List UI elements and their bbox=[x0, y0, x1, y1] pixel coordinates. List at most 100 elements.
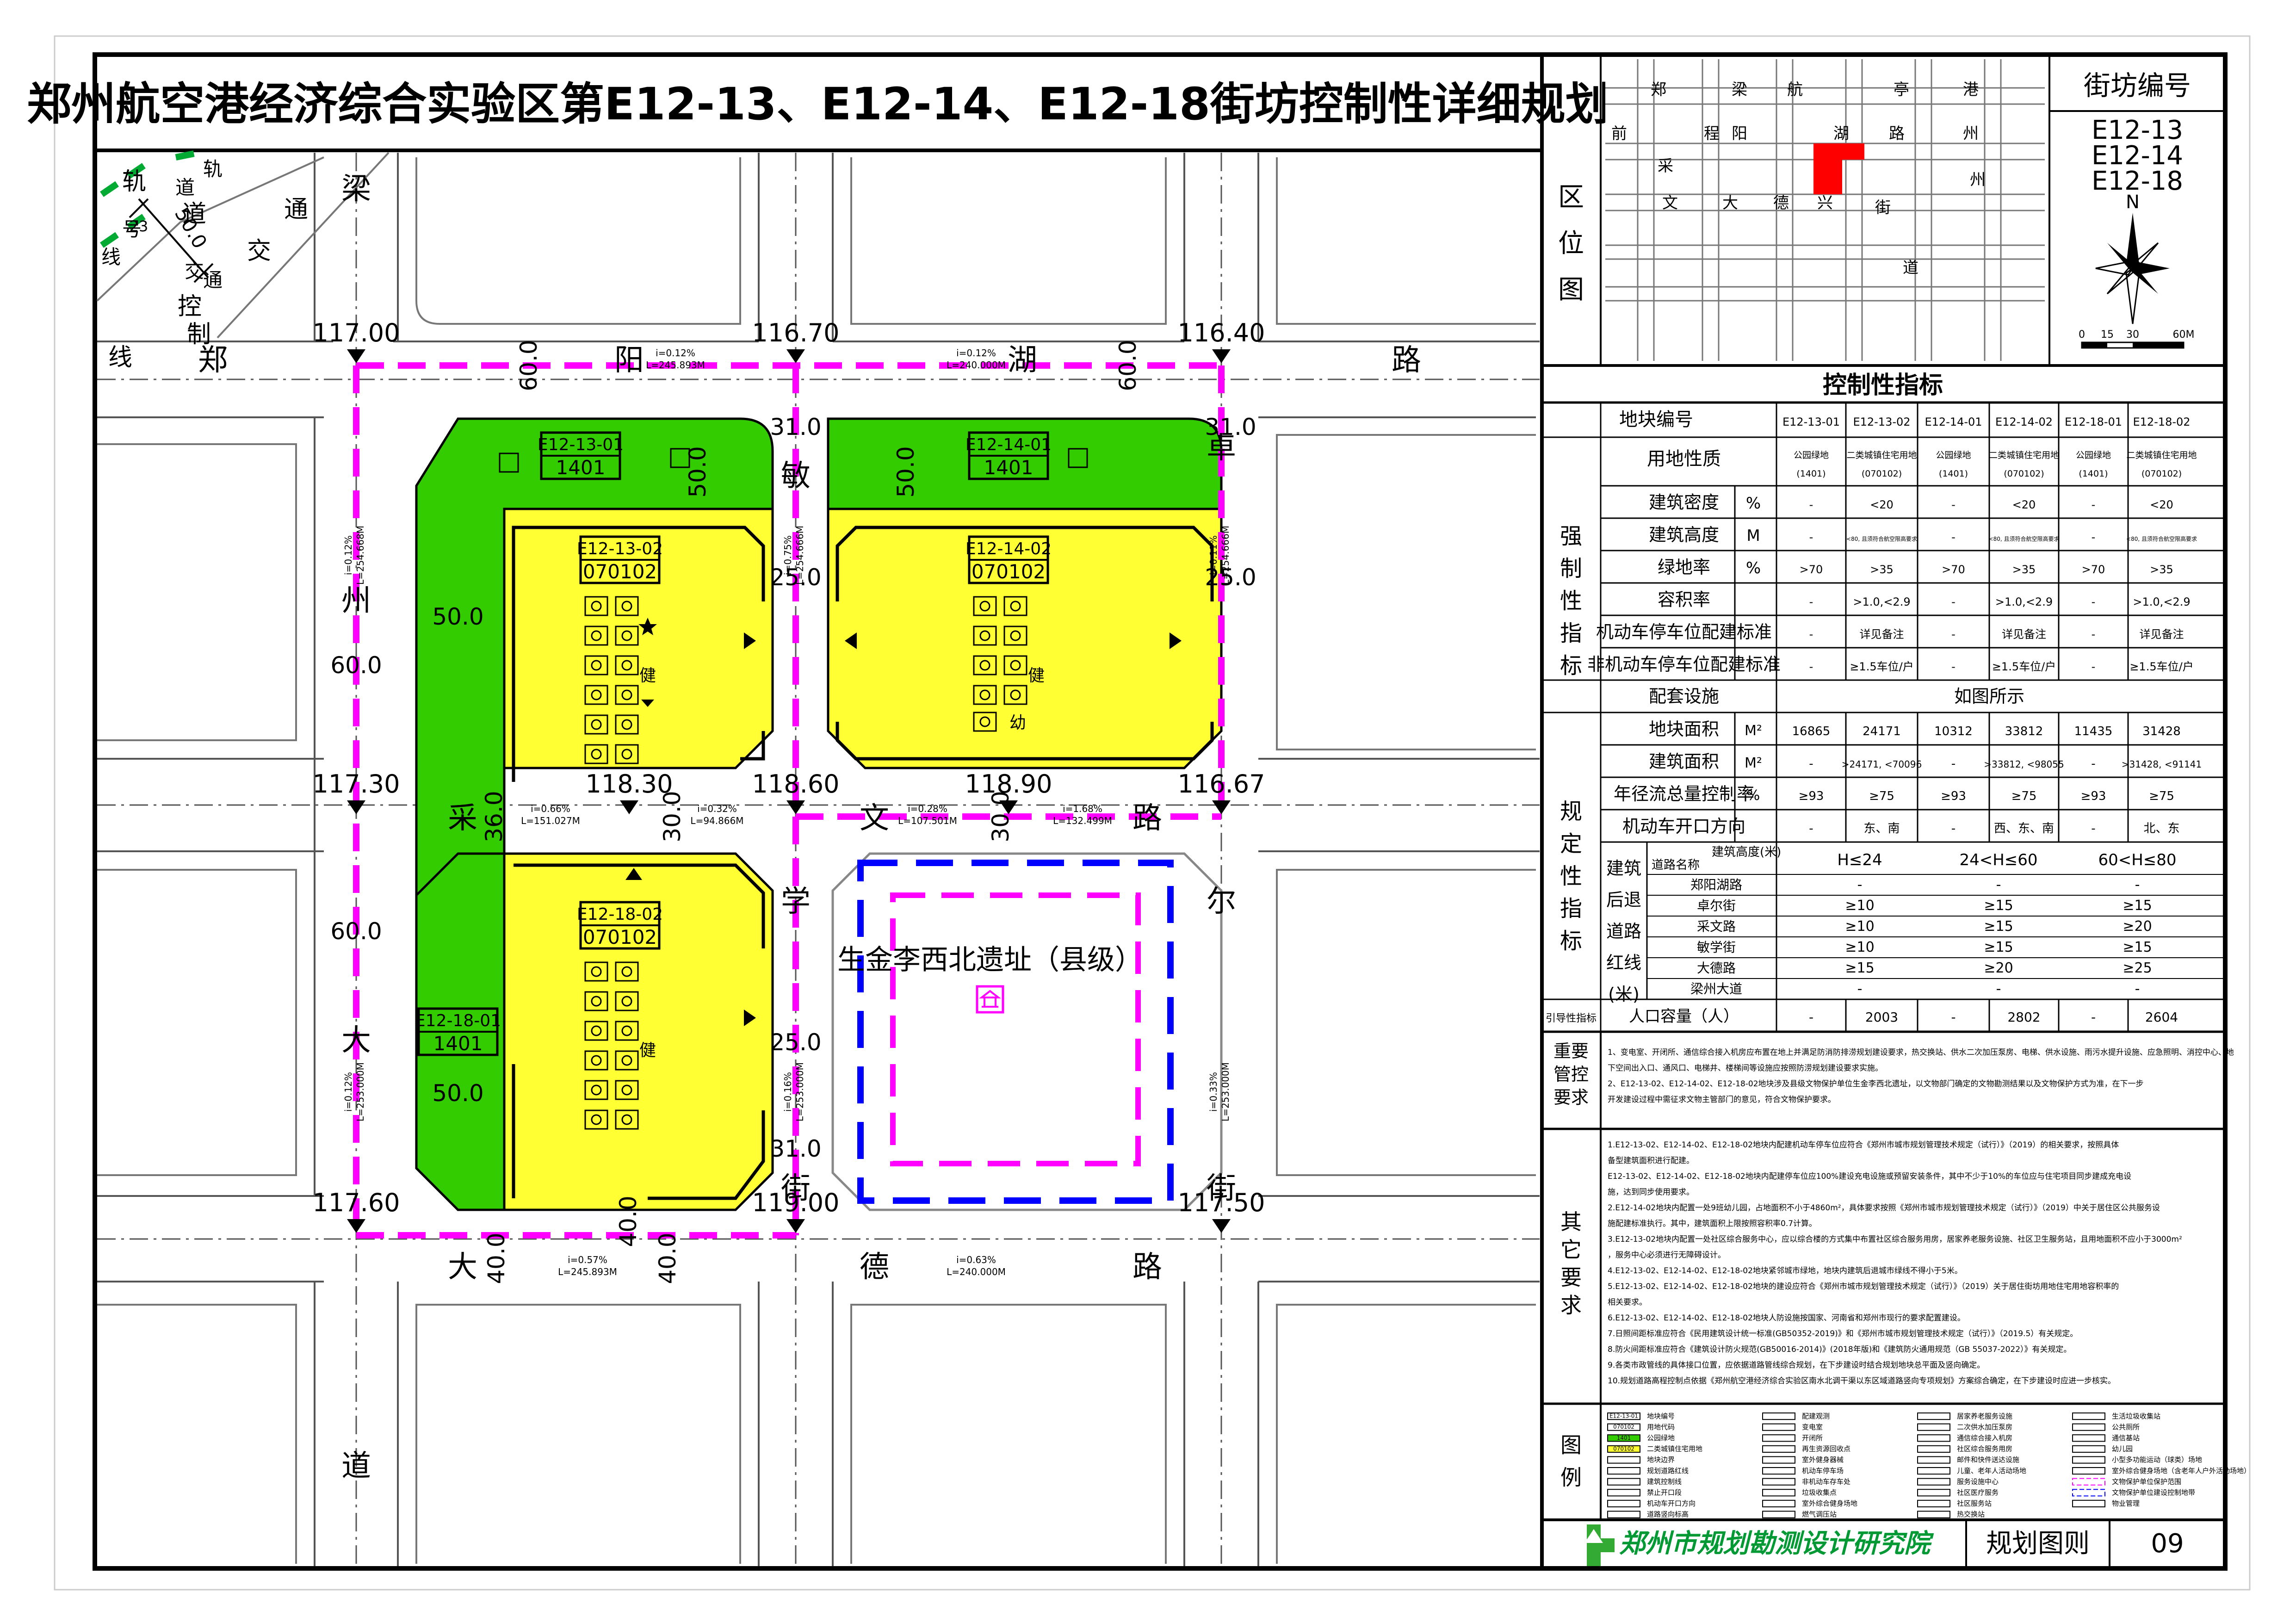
street-code: E12-18 bbox=[2092, 166, 2183, 196]
legend-item-label: 道路竖向标高 bbox=[1647, 1510, 1689, 1518]
row-value: - bbox=[1951, 757, 1956, 771]
rail-dimension bbox=[129, 198, 214, 283]
facility-icon bbox=[584, 596, 608, 616]
parcel-id: E12-13-02 bbox=[577, 539, 663, 558]
row-value: <20 bbox=[2150, 498, 2173, 511]
elevation-marker-icon bbox=[786, 800, 805, 814]
parcel-id: E12-18-02 bbox=[577, 905, 663, 924]
road-name-yanghu: 路 bbox=[1392, 343, 1421, 378]
setback-value: ≥15 bbox=[1845, 960, 1874, 976]
other-requirement-text: 施，达到同步使用要求。 bbox=[1608, 1187, 1694, 1197]
row-value: ≥1.5车位/户 bbox=[2129, 660, 2193, 673]
slope-length: L=253.000M bbox=[355, 1062, 366, 1121]
parcel-column-header: E12-13-01 bbox=[1782, 415, 1840, 428]
setback-value: - bbox=[1857, 981, 1863, 997]
row-value: - bbox=[1809, 757, 1813, 771]
row-value: - bbox=[2091, 757, 2095, 771]
road-name-caiwen: 采 bbox=[448, 801, 477, 836]
legend-item-label: 配建观测 bbox=[1802, 1412, 1830, 1420]
slope-grade: i=0.75% bbox=[782, 535, 793, 575]
facility-icon bbox=[1003, 596, 1027, 616]
other-requirements-label: 其 bbox=[1560, 1209, 1582, 1234]
setback-value: - bbox=[1996, 981, 2001, 997]
setback-dimension: 31.0 bbox=[770, 1135, 821, 1162]
rail-control-label: 道 bbox=[182, 200, 206, 228]
parcel-landuse-code: 1401 bbox=[556, 456, 606, 479]
minimap-road-char: 州 bbox=[1963, 124, 1979, 143]
row-value: - bbox=[1809, 660, 1813, 673]
location-map-section-char: 图 bbox=[1558, 275, 1584, 305]
setback-dimension: 25.0 bbox=[770, 564, 821, 591]
row-value: - bbox=[2092, 660, 2096, 673]
legend-item-label: 社区医疗服务 bbox=[1957, 1488, 1999, 1497]
setback-label-char: 道路 bbox=[1606, 921, 1641, 942]
key-control-label: 管控 bbox=[1553, 1064, 1589, 1084]
setback-value: ≥10 bbox=[1845, 918, 1874, 935]
road-name-liangzhou: 梁 bbox=[341, 172, 371, 206]
other-requirement-text: ，服务中心必须进行无障碍设计。 bbox=[1608, 1251, 1726, 1260]
slope-length: L=94.866M bbox=[690, 815, 743, 826]
setback-dimension: 31.0 bbox=[1205, 414, 1256, 440]
road-name-yanghu: 阳 bbox=[614, 343, 644, 378]
restroom-icon bbox=[1068, 448, 1088, 468]
row-value: - bbox=[1951, 531, 1956, 544]
minimap-road-char: 州 bbox=[1970, 171, 1986, 189]
other-requirements-section: 1.E12-13-02、E12-14-02、E12-18-02地块内配建机动车停… bbox=[1542, 1140, 2225, 1405]
facility-icon bbox=[615, 596, 639, 616]
legend-swatch bbox=[1917, 1434, 1950, 1442]
legend-item-label: 开闭所 bbox=[1802, 1434, 1823, 1442]
facility-icon bbox=[973, 626, 997, 646]
triangle-down-icon bbox=[641, 700, 654, 707]
minimap-road-char: 街 bbox=[1875, 198, 1891, 217]
minimap-road-char: 兴 bbox=[1817, 194, 1833, 212]
legend-swatch bbox=[1762, 1478, 1795, 1486]
slope-grade: i=0.32% bbox=[697, 803, 737, 814]
vehicle-entry-arrow-icon bbox=[744, 632, 756, 649]
facility-icon bbox=[1003, 626, 1027, 646]
row-label: 用地性质 bbox=[1647, 448, 1721, 470]
facility-icon bbox=[615, 1050, 639, 1071]
row-value: >1.0,<2.9 bbox=[1995, 595, 2053, 608]
row-value: - bbox=[2092, 628, 2096, 641]
row-value: >35 bbox=[2150, 563, 2173, 576]
slope-length: L=245.893M bbox=[558, 1266, 617, 1277]
section-char: 性 bbox=[1560, 588, 1582, 614]
legend-item-label: 室外综合健身场地（含老年人户外活动场地） bbox=[2112, 1467, 2251, 1475]
elevation-marker-icon bbox=[347, 1219, 365, 1233]
legend-swatch bbox=[1607, 1489, 1640, 1497]
setback-value: ≥10 bbox=[1845, 898, 1874, 914]
legend-item-label: 公园绿地 bbox=[1647, 1434, 1675, 1442]
row-label: 建筑高度 bbox=[1649, 525, 1719, 545]
setback-dimension: 40.0 bbox=[483, 1233, 510, 1284]
facility-icon bbox=[973, 712, 997, 732]
section-char: 制 bbox=[1560, 556, 1582, 582]
facility-icon bbox=[584, 991, 608, 1011]
row-value: ≥75 bbox=[2011, 789, 2037, 803]
land-use-code: (1401) bbox=[1939, 469, 1968, 479]
legend-code: 1401 bbox=[1617, 1435, 1631, 1441]
legend-code: 070102 bbox=[1613, 1424, 1634, 1430]
other-requirement-text: 9.各类市政管线的具体接口位置，应依据道路管线综合规划，在下步建设时结合规划地块… bbox=[1608, 1361, 1985, 1370]
land-use-value: 公园绿地 bbox=[2076, 450, 2111, 460]
population-value: 2003 bbox=[1865, 1010, 1898, 1025]
row-value: 北、东 bbox=[2143, 822, 2179, 836]
heritage-block[interactable] bbox=[831, 852, 1223, 1211]
land-use-code: (070102) bbox=[2004, 469, 2044, 479]
other-requirements-label: 它 bbox=[1560, 1237, 1582, 1262]
legend-item-label: 邮件和快件送达设施 bbox=[1957, 1456, 2019, 1464]
fitness-label: 健 bbox=[1028, 666, 1045, 685]
row-unit: % bbox=[1746, 559, 1761, 577]
restroom-icon bbox=[499, 452, 519, 473]
legend-item-label: 规划道路红线 bbox=[1647, 1467, 1689, 1475]
legend-swatch bbox=[1762, 1423, 1795, 1431]
other-requirement-text: 备型建筑面积进行配建。 bbox=[1608, 1156, 1694, 1165]
setback-value: ≥15 bbox=[1984, 898, 2013, 914]
elevation-value: 116.40 bbox=[1178, 318, 1265, 347]
legend-item-label: 公共厕所 bbox=[2112, 1423, 2140, 1431]
setback-dimension: 30.0 bbox=[987, 791, 1014, 842]
setback-value: ≥25 bbox=[2123, 960, 2152, 976]
rail-line-label: 线 bbox=[101, 246, 121, 268]
parcel-landuse-code: 070102 bbox=[583, 926, 657, 948]
